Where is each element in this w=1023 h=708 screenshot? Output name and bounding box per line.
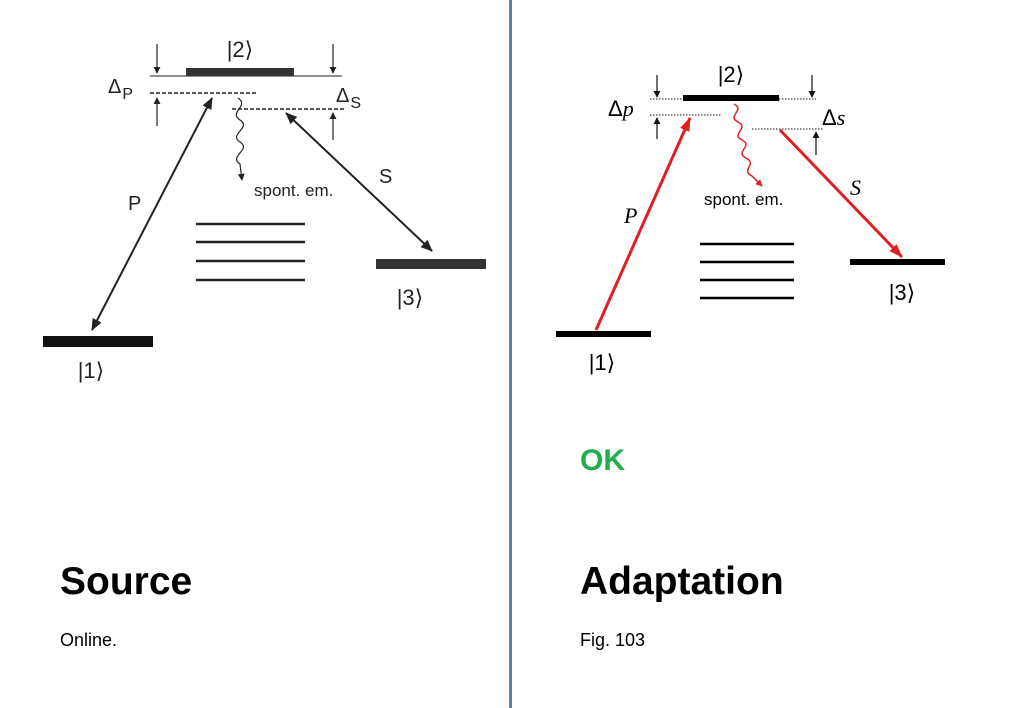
level-1-bar bbox=[556, 331, 651, 337]
spontaneous-emission-label: spont. em. bbox=[704, 190, 783, 209]
level-2-bar bbox=[683, 95, 779, 101]
spontaneous-emission-label: spont. em. bbox=[254, 181, 333, 200]
spontaneous-emission-arrow bbox=[733, 103, 763, 187]
delta-p-label: ΔP bbox=[108, 76, 133, 103]
stokes-label: S bbox=[379, 166, 392, 188]
pump-transition-arrow bbox=[91, 97, 213, 331]
state-1-label: |1⟩ bbox=[589, 350, 616, 375]
state-2-label: |2⟩ bbox=[718, 62, 745, 87]
source-note: Online. bbox=[60, 630, 118, 650]
state-3-label: |3⟩ bbox=[889, 280, 916, 305]
stokes-transition-arrow bbox=[778, 128, 904, 259]
state-3-label: |3⟩ bbox=[397, 285, 424, 310]
source-level-diagram: |2⟩ |1⟩ |3⟩ P S spont. em. ΔP ΔS bbox=[43, 37, 486, 383]
adaptation-note: Fig. 103 bbox=[580, 630, 646, 650]
spontaneous-emission-arrow bbox=[235, 97, 245, 181]
pump-label: P bbox=[623, 203, 637, 228]
adaptation-level-diagram: |2⟩ |1⟩ |3⟩ P S spont. em. Δp Δs bbox=[556, 62, 945, 375]
pump-label: P bbox=[128, 193, 141, 215]
stokes-transition-arrow bbox=[285, 112, 433, 252]
pump-transition-arrow bbox=[594, 117, 692, 331]
adaptation-heading: Adaptation bbox=[580, 560, 784, 603]
delta-p-label: Δp bbox=[608, 96, 634, 121]
level-1-bar bbox=[43, 336, 153, 347]
panel-divider bbox=[509, 0, 512, 708]
source-heading: Source bbox=[60, 560, 193, 603]
level-3-bar bbox=[376, 259, 486, 269]
stokes-label: S bbox=[850, 175, 861, 200]
state-2-label: |2⟩ bbox=[227, 37, 254, 62]
adaptation-status: OK bbox=[580, 444, 625, 477]
level-3-bar bbox=[850, 259, 945, 265]
delta-s-label: Δs bbox=[822, 105, 845, 130]
delta-s-label: ΔS bbox=[336, 85, 361, 112]
state-1-label: |1⟩ bbox=[78, 358, 105, 383]
level-2-bar bbox=[186, 68, 294, 76]
